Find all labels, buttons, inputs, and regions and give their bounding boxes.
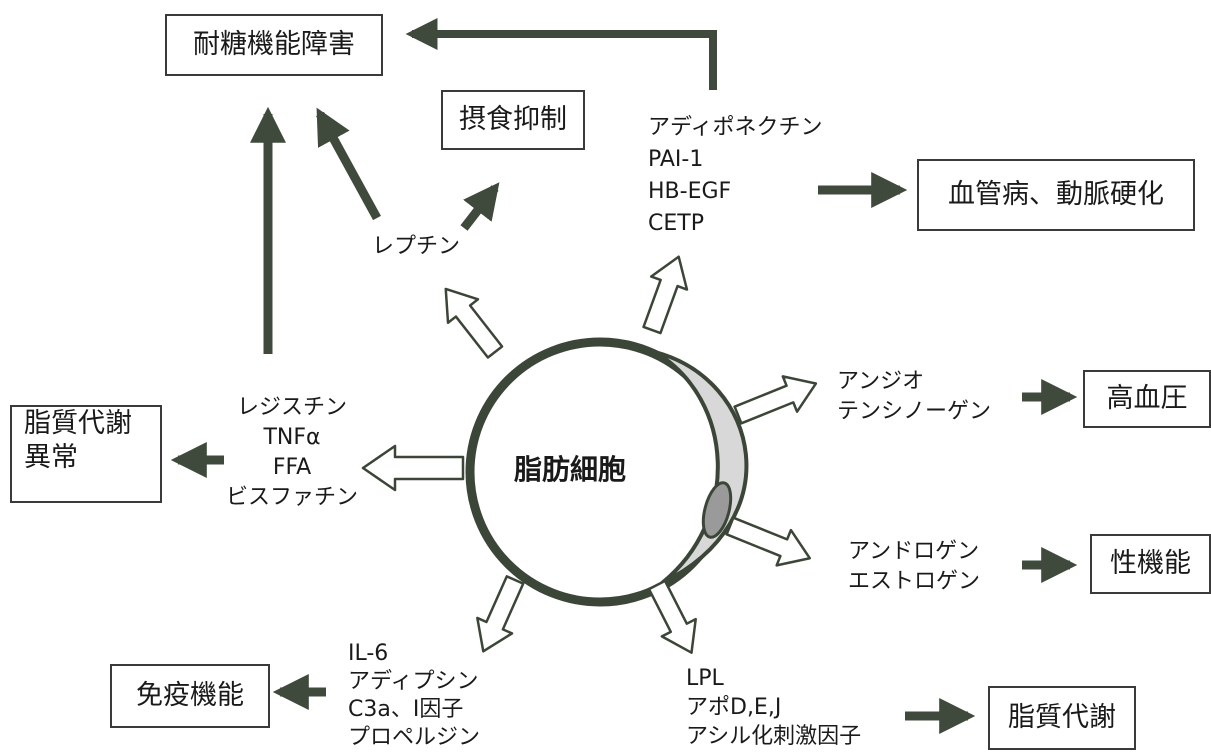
adiponectin-to-intolerance-arrow [405, 18, 717, 90]
asp-label: アシル化刺激因子 [686, 724, 862, 750]
adipsin-label: アディプシン [348, 669, 479, 695]
apo-label: アポD,E,J [686, 695, 782, 721]
dyslipidemia-line-2: 異常 [24, 441, 78, 473]
sexual-function-label: 性機能 [1110, 548, 1191, 580]
ffa-label: FFA [272, 454, 312, 480]
box-hypertension: 高血圧 [1083, 370, 1211, 428]
lpl-group: LPL アポD,E,J アシル化刺激因子 [686, 664, 861, 751]
vascular-label: 血管病、動脈硬化 [948, 179, 1164, 211]
adiponectin-group: アディポネクチン PAI-1 HB-EGF CETP [648, 112, 822, 240]
cetp-label: CETP [648, 210, 704, 236]
hypertension-label: 高血圧 [1106, 383, 1188, 415]
box-lipid-metabolism: 脂質代謝 [988, 686, 1136, 750]
estrogen-label: エストロゲン [848, 569, 981, 595]
nucleus [701, 481, 733, 539]
dyslipidemia-line-1: 脂質代謝 [24, 408, 132, 439]
immune-function-label: 免疫機能 [136, 680, 244, 712]
tnf-alpha-label: TNFα [263, 424, 321, 450]
box-vascular: 血管病、動脈硬化 [917, 159, 1195, 231]
effect-arrows [170, 106, 1078, 734]
angiotensinogen-group: アンジオ テンシノーゲン [837, 367, 991, 428]
hbegf-label: HB-EGF [648, 178, 732, 204]
il6-label: IL-6 [348, 641, 389, 666]
properdin-label: プロペルジン [348, 725, 481, 751]
box-glucose-intolerance: 耐糖機能障害 [165, 14, 383, 76]
resistin-group: レジスチン TNFα FFA ビスファチン [212, 393, 372, 513]
c3a-label: C3a、I因子 [348, 697, 464, 723]
angiotensinogen-line-2: テンシノーゲン [837, 399, 992, 425]
il6-group: IL-6 アディプシン C3a、I因子 プロペルジン [348, 640, 480, 753]
androgen-label: アンドロゲン [848, 539, 980, 564]
fat-cell [465, 337, 749, 607]
lpl-label: LPL [686, 666, 724, 691]
pai1-label: PAI-1 [648, 146, 704, 172]
angiotensinogen-line-1: アンジオ [837, 369, 925, 394]
appetite-suppression-label: 摂食抑制 [459, 104, 567, 136]
box-immune-function: 免疫機能 [110, 664, 270, 728]
glucose-intolerance-label: 耐糖機能障害 [193, 29, 355, 61]
box-dyslipidemia: 脂質代謝 異常 [10, 405, 162, 503]
fat-cell-label: 脂肪細胞 [513, 453, 626, 486]
visfatin-label: ビスファチン [225, 484, 358, 510]
secretion-arrows [361, 255, 818, 654]
adiponectin-label: アディポネクチン [648, 115, 823, 140]
box-sexual-function: 性機能 [1090, 534, 1211, 594]
box-appetite-suppression: 摂食抑制 [441, 90, 585, 150]
leptin-label: レプチン [372, 234, 461, 259]
resistin-label: レジスチン [236, 395, 347, 420]
sex-hormone-group: アンドロゲン エストロゲン [848, 537, 980, 598]
lipid-metabolism-label: 脂質代謝 [1008, 702, 1116, 734]
